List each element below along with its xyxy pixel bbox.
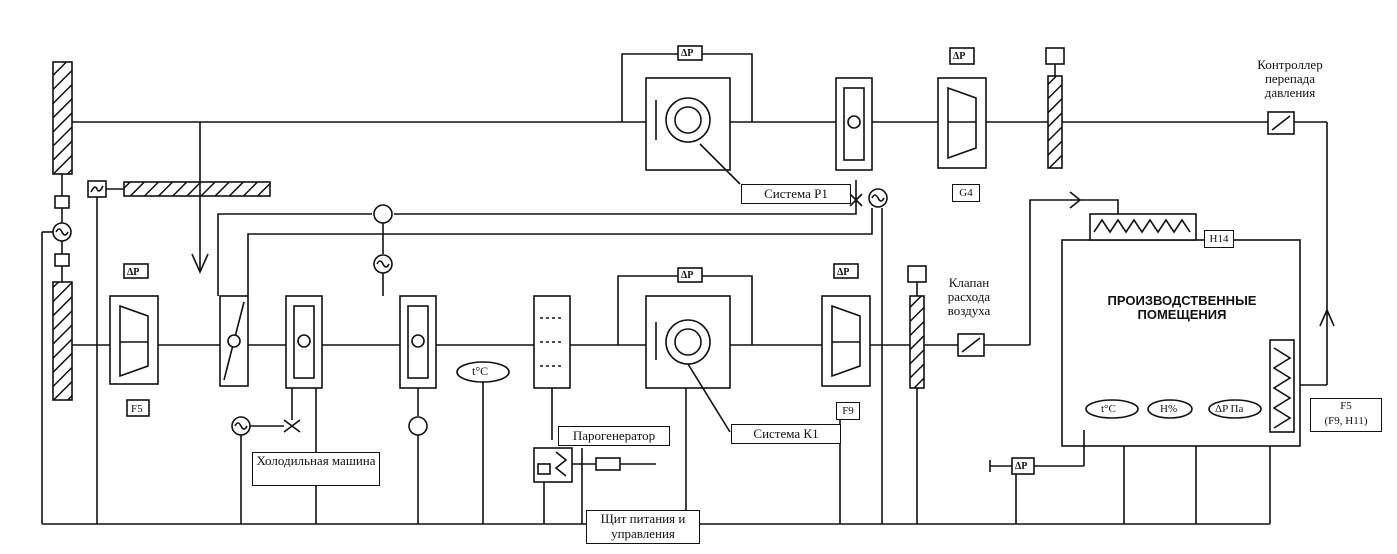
- label-chiller: Холодильная машина: [252, 452, 380, 486]
- filter-f9: [821, 295, 871, 387]
- label-pressure-controller: Контроллер перепада давления: [1257, 57, 1323, 100]
- label-f5-right-main: F5: [1340, 400, 1352, 412]
- dp-badge-g4: ΔP: [953, 51, 966, 62]
- filter-f5: [109, 295, 159, 385]
- label-f9: F9: [836, 402, 860, 420]
- filter-g4: [937, 77, 987, 169]
- damper-left-bottom: [52, 281, 73, 401]
- dp-badge-f5: ΔP: [127, 267, 140, 278]
- label-steam-generator: Парогенератор: [558, 426, 670, 446]
- label-f5-right: F5 (F9, H11): [1310, 398, 1382, 432]
- label-room-temp: t°C: [1101, 403, 1116, 415]
- label-production-rooms: ПРОИЗВОДСТВЕННЫЕ ПОМЕЩЕНИЯ: [1107, 293, 1257, 322]
- label-f5-right-sub: (F9, H11): [1324, 415, 1368, 427]
- label-room-humidity: H%: [1160, 403, 1178, 415]
- dp-badge-f9: ΔP: [837, 267, 850, 278]
- dp-badge-p1: ΔP: [681, 48, 694, 59]
- dp-badge-room: ΔP: [1015, 461, 1028, 472]
- label-g4: G4: [952, 184, 980, 202]
- label-air-valve: Клапан расхода воздуха: [947, 275, 991, 318]
- label-room-pressure: ΔP Па: [1215, 403, 1244, 415]
- label-temp-sensor: t°C: [472, 364, 489, 378]
- exhaust-damper: [1047, 75, 1063, 169]
- damper-left-top: [52, 61, 73, 175]
- label-system-p1: Система Р1: [741, 184, 851, 204]
- supply-damper: [909, 295, 925, 389]
- label-system-k1: Система К1: [731, 424, 841, 444]
- label-f5-left: F5: [131, 403, 143, 415]
- recirculation-damper: [123, 181, 271, 197]
- label-h14: H14: [1204, 230, 1234, 248]
- dp-badge-k1: ΔP: [681, 270, 694, 281]
- label-power-panel: Щит питания и управления: [586, 510, 700, 544]
